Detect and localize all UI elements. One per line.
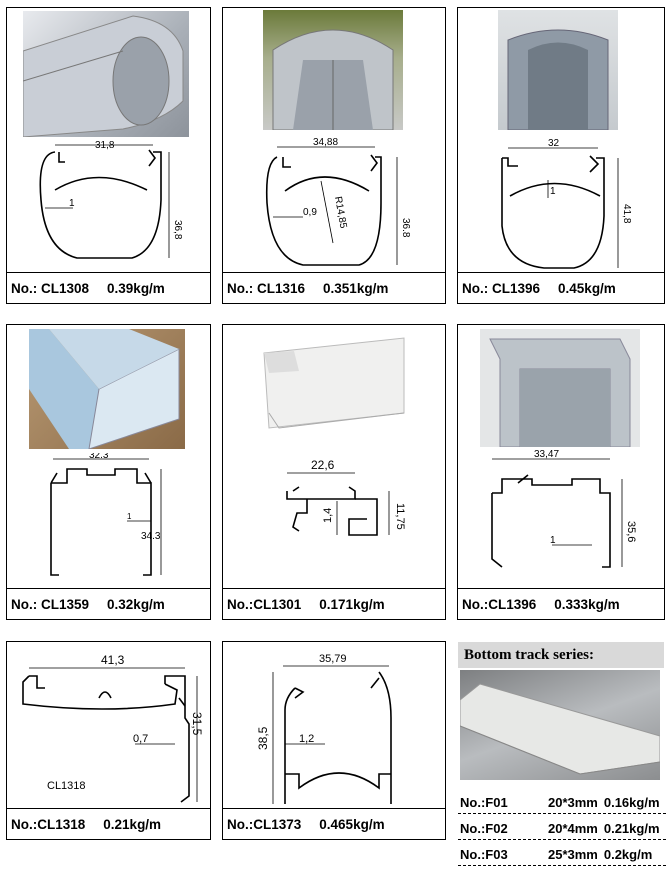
bottom-track-photo [460, 670, 660, 780]
product-card-cl1373: 35,79 38,5 1,2 No.:CL1373 0.465kg/m [222, 641, 446, 840]
product-number: No.: CL1359 [11, 596, 90, 612]
dim-wall: 1,4 [322, 508, 334, 523]
product-photo [23, 11, 189, 137]
bottom-track-number: No.:F03 [460, 847, 508, 862]
dim-width: 33,47 [534, 449, 559, 460]
bottom-track-size: 20*3mm [547, 795, 598, 810]
product-photo [498, 10, 618, 130]
product-photo [480, 329, 640, 447]
product-card-cl1396a: 32 41,8 1 No.: CL1396 0.45kg/m [457, 7, 665, 304]
dim-wall: 0,9 [303, 207, 317, 218]
product-weight: 0.39kg/m [107, 280, 165, 296]
dim-radius: R14,85 [332, 196, 349, 230]
bottom-track-number: No.:F02 [460, 821, 508, 836]
profile-caption: CL1318 [47, 780, 86, 792]
profile-drawing: 35,79 38,5 1,2 [239, 648, 439, 813]
product-photo [259, 333, 409, 433]
product-weight: 0.32kg/m [107, 596, 165, 612]
product-card-cl1396b: 33,47 35,6 1 No.:CL1396 0.333kg/m [457, 324, 665, 620]
product-card-cl1316: 34,88 36.8 0,9 R14,85 No.: CL1316 0.351kg… [222, 7, 446, 304]
dim-height: 36,8 [172, 220, 183, 240]
product-number: No.: CL1396 [462, 280, 541, 296]
product-weight: 0.351kg/m [323, 280, 389, 296]
bottom-track-row: No.:F02 20*4mm 0.21kg/m [458, 818, 666, 840]
dim-wall: 1 [127, 512, 132, 521]
product-label: No.: CL1316 0.351kg/m [223, 272, 445, 303]
dim-wall: 1 [69, 198, 75, 209]
product-card-cl1308: 31,8 36,8 1 No.: CL1308 0.39kg/m [6, 7, 211, 304]
dim-height: 31,5 [190, 712, 204, 736]
dim-width: 22,6 [311, 458, 335, 472]
dim-height: 11,75 [394, 503, 406, 530]
profile-drawing: 22,6 11,75 1,4 [267, 451, 417, 566]
dim-height: 41,8 [621, 204, 632, 224]
product-number: No.: CL1316 [227, 280, 306, 296]
dim-width: 34,88 [313, 137, 338, 148]
bottom-track-weight: 0.2kg/m [603, 847, 653, 862]
product-number: No.:CL1373 [227, 816, 302, 832]
profile-drawing: 31,8 36,8 1 [37, 140, 187, 275]
product-weight: 0.171kg/m [319, 596, 385, 612]
dim-height: 38,5 [256, 726, 270, 750]
bottom-track-number: No.:F01 [460, 795, 508, 810]
bottom-track-size: 25*3mm [547, 847, 598, 862]
product-card-cl1318: 41,3 31,5 0,7 CL1318 No.:CL1318 0.21kg/m [6, 641, 211, 840]
product-weight: 0.45kg/m [558, 280, 616, 296]
bottom-track-row: No.:F03 25*3mm 0.2kg/m [458, 844, 666, 866]
product-label: No.:CL1396 0.333kg/m [458, 588, 664, 619]
dim-wall: 1 [550, 186, 556, 197]
product-number: No.: CL1308 [11, 280, 90, 296]
dim-wall: 1,2 [299, 733, 314, 745]
profile-drawing: 41,3 31,5 0,7 [15, 648, 205, 813]
product-label: No.:CL1301 0.171kg/m [223, 588, 445, 619]
bottom-track-weight: 0.16kg/m [603, 795, 660, 810]
product-label: No.: CL1359 0.32kg/m [7, 588, 210, 619]
product-photo [29, 329, 185, 449]
dim-height: 34.3 [141, 531, 161, 542]
dim-width: 32 [548, 138, 560, 149]
profile-drawing: 34,88 36.8 0,9 R14,85 [263, 133, 433, 278]
profile-drawing: 32 41,8 1 [494, 136, 654, 281]
product-number: No.:CL1318 [11, 816, 86, 832]
profile-drawing: 32.3 34.3 1 [37, 450, 187, 588]
product-label: No.: CL1308 0.39kg/m [7, 272, 210, 303]
product-card-cl1359: 32.3 34.3 1 No.: CL1359 0.32kg/m [6, 324, 211, 620]
dim-height: 36.8 [400, 218, 411, 238]
product-label: No.:CL1373 0.465kg/m [223, 808, 445, 839]
product-label: No.: CL1396 0.45kg/m [458, 272, 664, 303]
dim-width: 41,3 [101, 653, 125, 667]
dim-height: 35,6 [625, 521, 637, 542]
bottom-track-row: No.:F01 20*3mm 0.16kg/m [458, 792, 666, 814]
product-card-cl1301: 22,6 11,75 1,4 No.:CL1301 0.171kg/m [222, 324, 446, 620]
dim-wall: 1 [550, 535, 556, 546]
dim-width: 31,8 [95, 140, 115, 151]
bottom-track-weight: 0.21kg/m [603, 821, 660, 836]
product-weight: 0.333kg/m [554, 596, 620, 612]
product-weight: 0.21kg/m [103, 816, 162, 832]
product-number: No.:CL1301 [227, 596, 302, 612]
dim-width: 35,79 [319, 653, 347, 665]
product-label: No.:CL1318 0.21kg/m [7, 808, 210, 839]
bottom-track-title: Bottom track series: [458, 642, 664, 668]
profile-drawing: 33,47 35,6 1 [482, 449, 652, 594]
product-weight: 0.465kg/m [319, 816, 385, 832]
dim-width: 32.3 [89, 453, 109, 461]
dim-wall: 0,7 [133, 733, 148, 745]
product-photo [263, 10, 403, 130]
bottom-track-size: 20*4mm [547, 821, 598, 836]
product-number: No.:CL1396 [462, 596, 537, 612]
